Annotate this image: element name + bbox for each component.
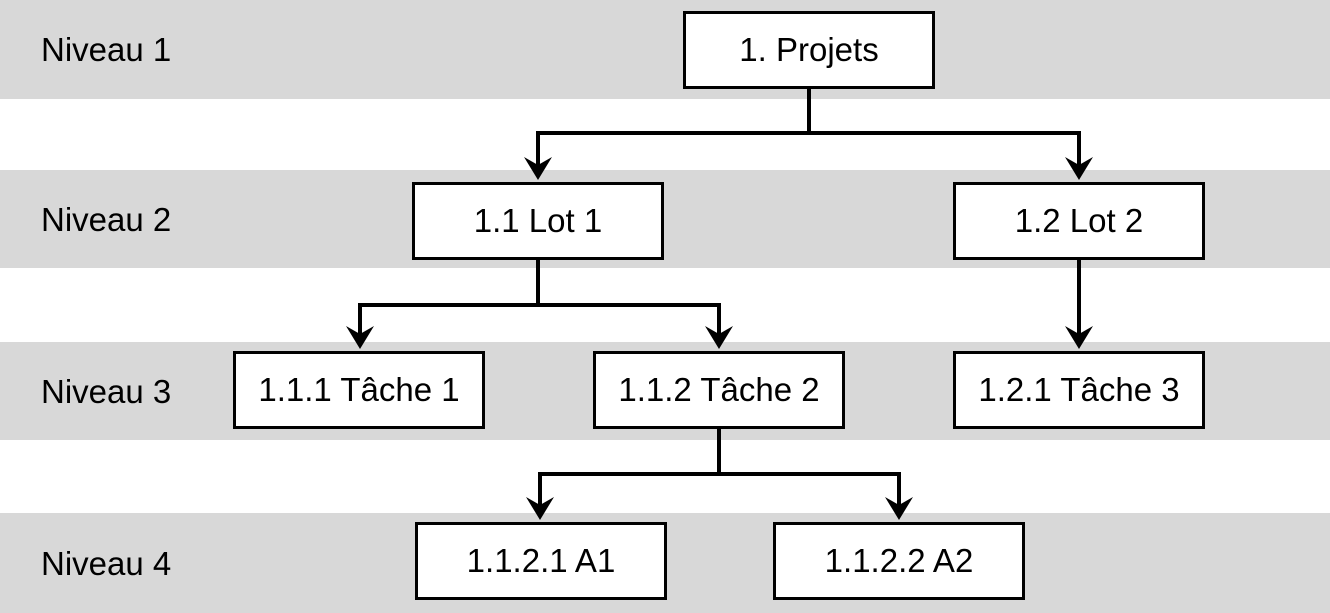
node-label: 1.1.2.1 A1	[466, 542, 616, 579]
node-label: 1.1.1 Tâche 1	[258, 371, 460, 408]
node-tache-3: 1.2.1 Tâche 3	[953, 351, 1205, 429]
level-label-3: Niveau 3	[41, 372, 172, 410]
node-lot-1: 1.1 Lot 1	[412, 182, 664, 260]
node-tache-1: 1.1.1 Tâche 1	[233, 351, 485, 429]
level-label-4: Niveau 4	[41, 544, 172, 582]
level-label-1: Niveau 1	[41, 31, 172, 68]
node-label: 1.1 Lot 1	[473, 202, 603, 239]
node-lot-2: 1.2 Lot 2	[953, 182, 1205, 260]
node-tache-2: 1.1.2 Tâche 2	[593, 351, 845, 429]
connector-projets-to-lots	[524, 89, 1093, 180]
level-band-1: Niveau 1	[0, 0, 1330, 99]
node-label: 1.1.2.2 A2	[824, 542, 974, 579]
node-label: 1. Projets	[739, 31, 879, 68]
level-label-2: Niveau 2	[41, 200, 172, 238]
connector-lot1-to-taches	[346, 260, 733, 349]
connector-tache2-to-activities	[526, 429, 913, 520]
node-label: 1.1.2 Tâche 2	[618, 371, 820, 408]
connector-lot2-to-tache3	[1065, 260, 1093, 349]
node-label: 1.2.1 Tâche 3	[978, 371, 1180, 408]
node-a1: 1.1.2.1 A1	[415, 522, 667, 600]
node-a2: 1.1.2.2 A2	[773, 522, 1025, 600]
node-label: 1.2 Lot 2	[1014, 202, 1144, 239]
node-projets: 1. Projets	[683, 11, 935, 89]
